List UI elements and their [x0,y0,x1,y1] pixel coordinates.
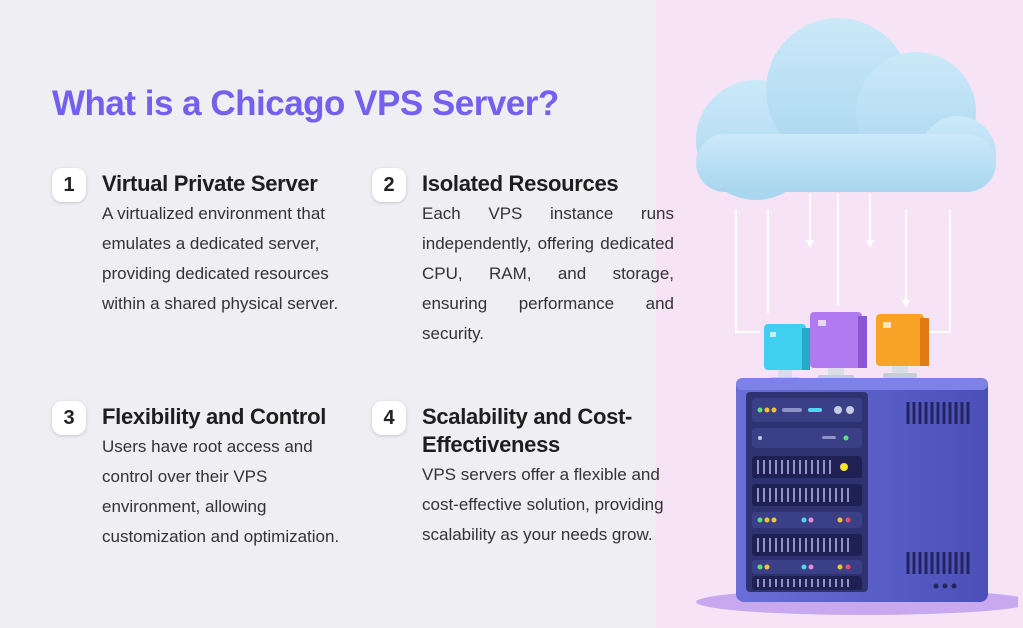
feature-number-badge: 3 [52,401,86,435]
computer-monitor-icon [876,314,929,378]
feature-virtual-private-server: 1 Virtual Private Server A virtualized e… [52,168,372,358]
feature-title: Scalability and Cost-Effectiveness [422,404,633,457]
connection-lines [735,194,951,333]
feature-number-badge: 4 [372,401,406,435]
page-title: What is a Chicago VPS Server? [52,84,559,123]
feature-title: Isolated Resources [422,171,619,196]
feature-description: A virtualized environment that emulates … [102,204,339,313]
connection-arrows [806,240,910,308]
server-unit [752,428,862,448]
feature-title: Virtual Private Server [102,171,318,196]
server-unit [752,534,862,556]
rack-vent [906,552,970,574]
server-unit [752,512,862,528]
feature-description: Each VPS instance runs independently, of… [422,204,674,343]
feature-flexibility-and-control: 3 Flexibility and Control Users have roo… [52,401,372,591]
feature-number-badge: 1 [52,168,86,202]
server-rack-icon [736,378,988,602]
server-unit [752,398,862,422]
server-unit [752,560,862,574]
cloud-server-illustration [696,18,1018,615]
rack-vent [906,402,970,424]
server-unit [752,456,862,478]
computer-monitor-icon [764,324,810,382]
feature-isolated-resources: 2 Isolated Resources Each VPS instance r… [372,168,682,358]
server-unit [752,576,862,590]
feature-number-badge: 2 [372,168,406,202]
feature-description: Users have root access and control over … [102,437,340,546]
computer-monitor-icon [810,312,867,380]
server-unit [752,484,862,506]
feature-description: VPS servers offer a flexible and cost-ef… [422,465,664,544]
feature-title: Flexibility and Control [102,404,327,429]
feature-scalability-and-cost-effectiveness: 4 Scalability and Cost-Effectiveness VPS… [372,401,692,591]
cloud-icon [696,18,996,200]
